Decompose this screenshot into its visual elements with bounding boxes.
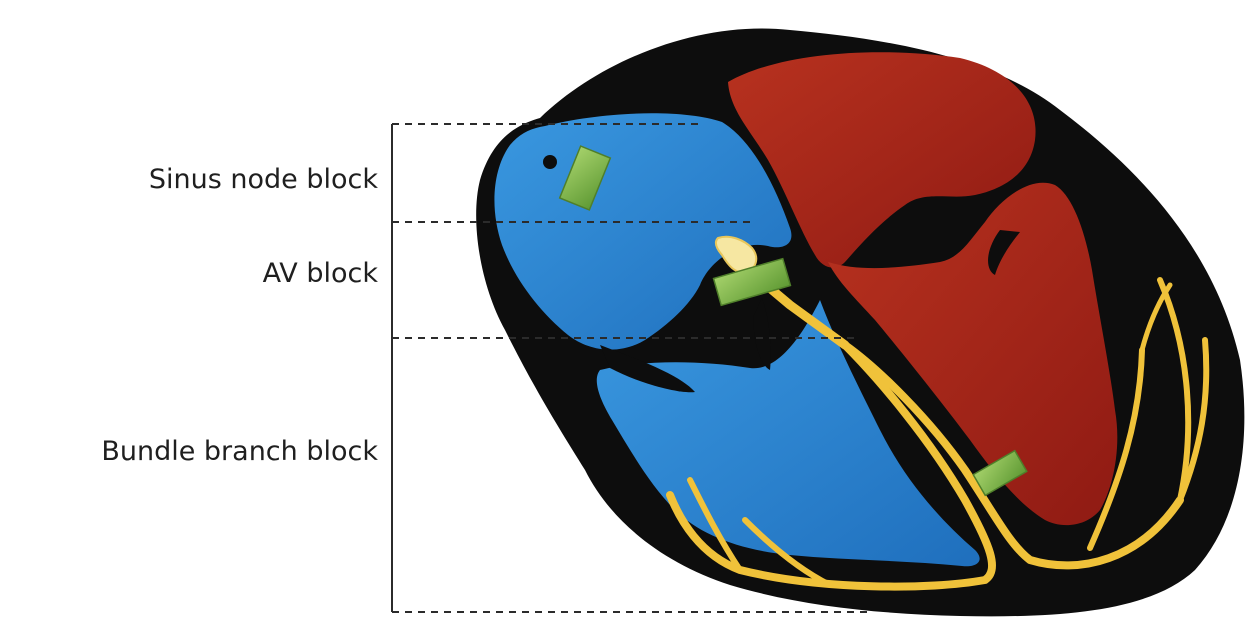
bundle-branch-block-label: Bundle branch block — [101, 438, 378, 465]
av-block-label: AV block — [263, 260, 378, 287]
sinus-node-block-label: Sinus node block — [149, 166, 378, 193]
sinus-node — [543, 155, 557, 169]
